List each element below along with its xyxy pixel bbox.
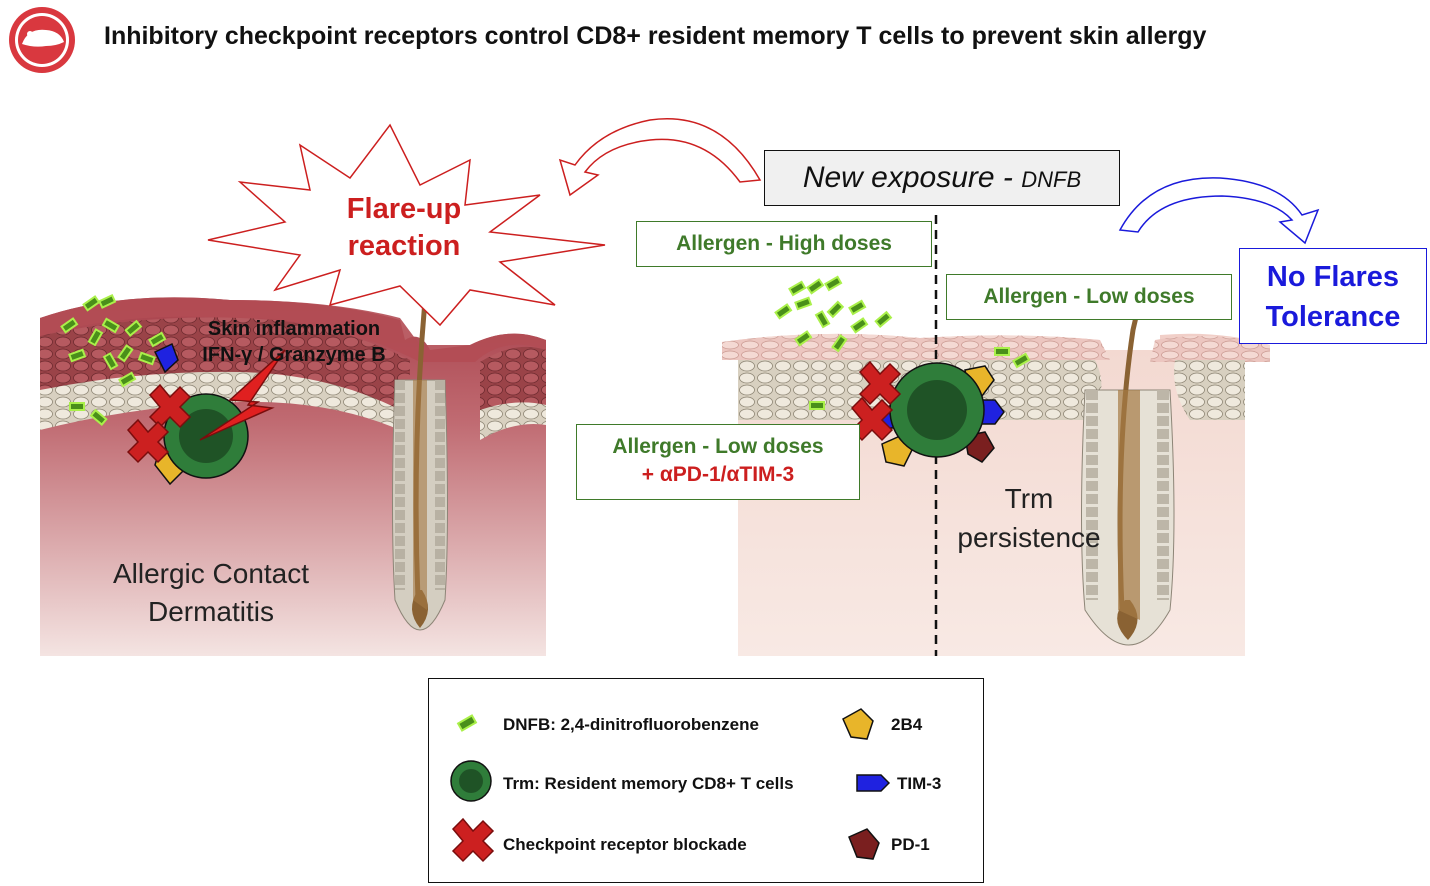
tim3-receptor-icon (856, 774, 891, 792)
blockade-x-icon (451, 817, 495, 863)
dnfb-particles-left (60, 293, 167, 426)
low-dose-blockade-box: Allergen - Low doses + αPD-1/αTIM-3 (576, 424, 860, 500)
legend-label-dnfb: DNFB: 2,4-dinitrofluorobenzene (503, 715, 759, 734)
exposure-agent-text: DNFB (1021, 167, 1082, 192)
low-dose-blockade-line2: + αPD-1/αTIM-3 (641, 463, 795, 486)
trm-line2: persistence (957, 522, 1100, 553)
legend-label-tim3: TIM-3 (897, 774, 942, 793)
flare-burst-shape (207, 123, 606, 327)
legend-icons (450, 708, 891, 863)
outcome-line1: No Flares (1266, 261, 1400, 293)
outcome-line2: Tolerance (1265, 301, 1401, 333)
trm-cell-left (126, 342, 286, 486)
inflammation-line2: IFN-γ / Granzyme B (202, 344, 385, 366)
journal-logo-icon (9, 7, 75, 73)
legend-label-trm: Trm: Resident memory CD8+ T cells (503, 774, 794, 793)
legend-box: DNFB: 2,4-dinitrofluorobenzene Trm: Resi… (428, 678, 984, 883)
2b4-receptor-icon (842, 708, 874, 740)
inflammation-line1: Skin inflammation (208, 318, 380, 340)
tolerance-arrow (1118, 177, 1320, 245)
dnfb-icon (456, 714, 478, 732)
high-dose-box: Allergen - High doses (636, 221, 932, 267)
condition-line1: Allergic Contact (113, 558, 309, 589)
exposure-main-text: New exposure - (802, 161, 1022, 194)
inflamed-skin-panel (40, 269, 546, 656)
legend-label-pd1: PD-1 (891, 835, 930, 854)
dnfb-particles-right (774, 275, 1031, 410)
low-dose-blockade-line1: Allergen - Low doses (612, 435, 824, 458)
trm-cell-right (850, 360, 1005, 467)
high-dose-label: Allergen - High doses (676, 232, 892, 255)
new-exposure-box: New exposure - DNFB (764, 150, 1120, 206)
tolerance-box: No Flares Tolerance (1239, 248, 1427, 344)
trm-line1: Trm (1005, 483, 1054, 514)
low-dose-box: Allergen - Low doses (946, 274, 1232, 320)
flare-label-line2: reaction (348, 230, 461, 262)
flare-label-line1: Flare-up (347, 193, 461, 225)
flare-arrow (558, 118, 762, 197)
legend-label-blockade: Checkpoint receptor blockade (503, 835, 747, 854)
inflammation-bolt-icon (199, 349, 286, 441)
pd1-receptor-icon (848, 828, 880, 860)
low-dose-label: Allergen - Low doses (983, 285, 1195, 308)
page-title: Inhibitory checkpoint receptors control … (104, 22, 1207, 50)
condition-line2: Dermatitis (148, 596, 274, 627)
legend-label-2b4: 2B4 (891, 715, 923, 734)
